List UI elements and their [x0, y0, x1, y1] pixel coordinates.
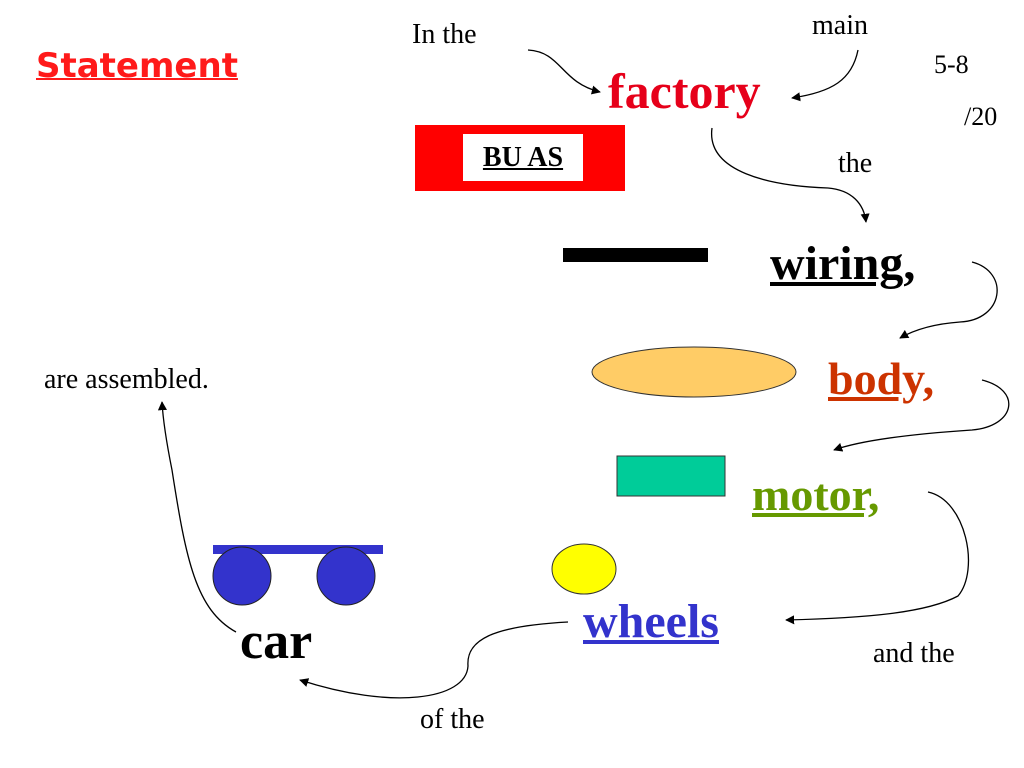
car-icon: [212, 545, 383, 606]
connector-of-the: of the: [420, 704, 485, 735]
connector-in-the: In the: [412, 19, 477, 50]
slide-total: /20: [964, 102, 998, 131]
arrow-wheels-to-car: [299, 621, 569, 699]
arrow-main-to-factory: [791, 49, 859, 102]
motor-rectangle-icon: [616, 455, 726, 497]
word-factory: factory: [608, 63, 761, 119]
wire-bar-icon: [563, 248, 708, 262]
bu-as-logo-text: BU AS: [463, 134, 583, 181]
connector-main: main: [812, 10, 868, 41]
body-ellipse-icon: [591, 346, 797, 398]
word-wiring: wiring,: [770, 237, 916, 290]
connector-are-assembled: are assembled.: [44, 364, 209, 395]
bu-as-logo: BU AS: [415, 125, 625, 191]
slide-number: 5-8: [934, 50, 969, 79]
connector-and-the: and the: [873, 638, 955, 669]
word-wheels: wheels: [583, 595, 719, 648]
arrow-car-to-assembled: [157, 401, 237, 633]
word-car: car: [240, 613, 313, 670]
word-motor: motor,: [752, 469, 880, 520]
arrow-in-the-to-factory: [527, 49, 601, 95]
statement-heading: Statement: [36, 46, 238, 86]
word-body: body,: [828, 353, 935, 404]
wheel-circle-icon: [551, 543, 617, 595]
connector-the: the: [838, 148, 873, 179]
